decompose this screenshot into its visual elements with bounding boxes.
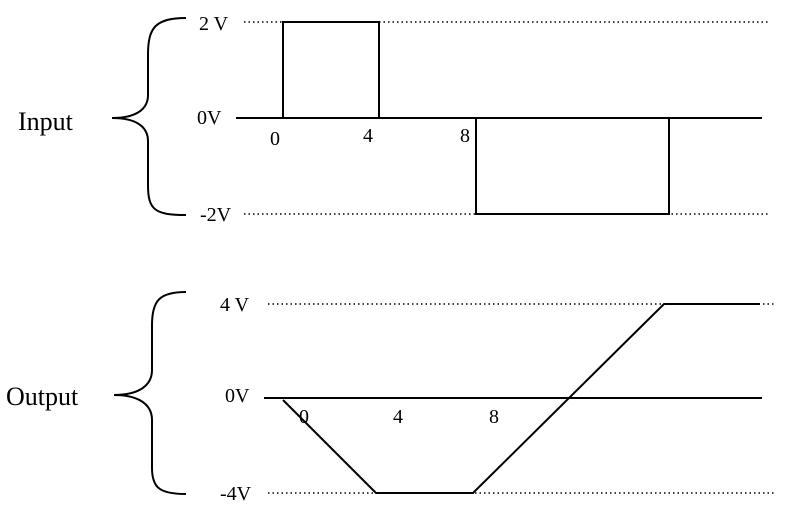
input-waveform [282,21,670,215]
output-label: Output [6,382,79,411]
output-waveform [282,303,760,494]
output-tick-4: 8 [489,406,499,428]
output-tick-2: 4 [393,406,403,428]
output-level-high: 4 V [220,294,250,316]
input-panel: Input 2 V 0V -2V 0 4 8 [18,13,770,226]
output-panel: Output 4 V 0V -4V 0 4 8 [6,291,776,505]
input-level-low: -2V [200,204,232,226]
output-tick-0: 0 [299,406,309,428]
output-level-low: -4V [220,483,252,505]
input-tick-4: 8 [460,125,470,147]
output-level-zero: 0V [225,385,250,407]
output-brace [113,291,187,495]
input-label: Input [18,107,74,136]
input-tick-0: 0 [270,128,280,150]
input-tick-2: 4 [363,125,373,147]
input-brace [111,17,187,216]
input-level-high: 2 V [199,13,229,35]
input-level-zero: 0V [197,107,222,129]
